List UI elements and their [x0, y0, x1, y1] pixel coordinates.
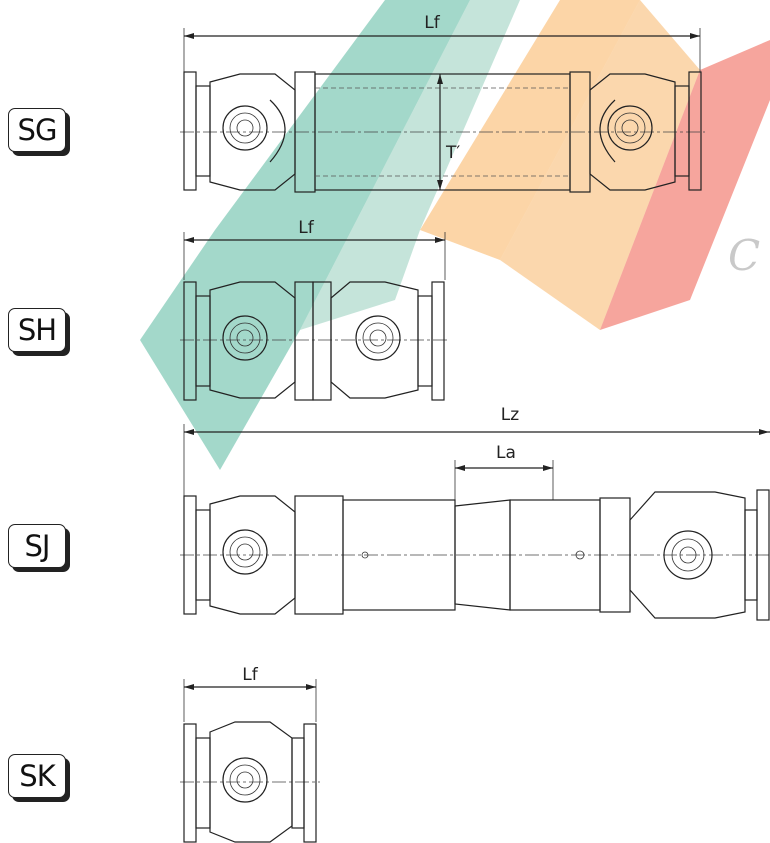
watermark-letter: C	[728, 231, 760, 280]
dim-label-lf-sg: Lf	[424, 13, 440, 33]
drawing-sh: Lf	[180, 218, 450, 401]
dim-label-t-sg: T′	[445, 143, 460, 163]
drawing-sj: Lz La	[180, 405, 770, 621]
dim-label-lf-sk: Lf	[242, 665, 258, 685]
drawing-sk: Lf	[180, 665, 320, 843]
variant-badge-sj: SJ	[8, 524, 66, 568]
variant-badge-sh: SH	[8, 308, 66, 352]
dim-label-lz-sj: Lz	[501, 405, 519, 425]
dim-label-lf-sh: Lf	[298, 218, 314, 238]
variant-badge-sg: SG	[8, 108, 66, 152]
dim-label-la-sj: La	[496, 443, 516, 463]
variant-badge-sk: SK	[8, 754, 66, 798]
drawing-sg: Lf T′	[180, 13, 705, 193]
